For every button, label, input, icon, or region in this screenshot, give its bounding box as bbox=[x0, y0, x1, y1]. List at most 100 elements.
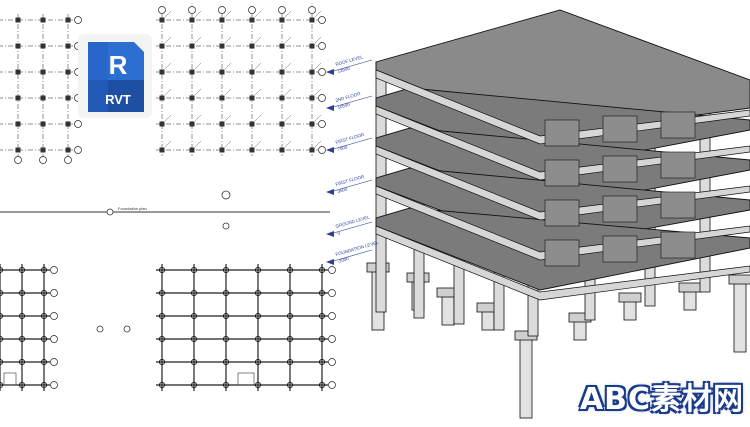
plan-top-middle bbox=[156, 6, 326, 156]
edge-beam bbox=[375, 145, 750, 221]
column-mark bbox=[159, 17, 165, 23]
column-mark bbox=[15, 17, 21, 23]
pile-mark bbox=[222, 266, 230, 274]
grid-bubble bbox=[50, 381, 58, 389]
plan-top-left bbox=[0, 14, 82, 164]
tag-leader bbox=[194, 62, 202, 70]
pile-mark bbox=[18, 358, 26, 366]
grid-bubble bbox=[218, 6, 226, 14]
column-mark bbox=[15, 147, 21, 153]
tag-leader bbox=[254, 10, 262, 18]
level-elevation: 3500 bbox=[337, 186, 348, 194]
column-mark bbox=[15, 43, 21, 49]
pile bbox=[683, 289, 697, 311]
pile-cap bbox=[618, 292, 642, 303]
grid-bubble bbox=[328, 358, 336, 366]
foundation-plan-label: Foundation plan bbox=[118, 206, 147, 211]
pile-mark bbox=[18, 266, 26, 274]
grid-bubble bbox=[318, 94, 326, 102]
grid-bubble bbox=[74, 120, 82, 128]
column-mark bbox=[309, 43, 315, 49]
pile bbox=[441, 294, 455, 326]
pile bbox=[623, 299, 637, 321]
grid-bubble bbox=[318, 68, 326, 76]
level-name: GROUND LEVEL bbox=[335, 214, 371, 229]
level-elevation: 10500 bbox=[337, 102, 351, 110]
column-mark bbox=[219, 147, 225, 153]
tag-leader bbox=[224, 114, 232, 122]
column-mark bbox=[65, 43, 71, 49]
level-line bbox=[329, 221, 373, 235]
grid-bubble bbox=[328, 289, 336, 297]
grid-bubble bbox=[64, 156, 72, 164]
pile-mark bbox=[190, 358, 198, 366]
level-elevation: -2000 bbox=[337, 256, 350, 264]
column-mark bbox=[189, 43, 195, 49]
grid-bubble bbox=[248, 6, 256, 14]
bay-opening bbox=[660, 151, 696, 179]
pile-mark bbox=[286, 312, 294, 320]
pile-mark bbox=[318, 289, 326, 297]
grid-bubble bbox=[328, 335, 336, 343]
grid-bubble bbox=[14, 156, 22, 164]
pile-mark bbox=[318, 358, 326, 366]
stair-mark bbox=[3, 372, 17, 386]
tag-leader bbox=[224, 88, 232, 96]
tag-leader bbox=[254, 88, 262, 96]
level-marker: FOUNDATION LEVEL-2000 bbox=[326, 240, 380, 265]
pile-mark bbox=[286, 289, 294, 297]
column-mark bbox=[40, 43, 46, 49]
tag-leader bbox=[194, 140, 202, 148]
column-mark bbox=[309, 17, 315, 23]
pile-mark bbox=[40, 335, 48, 343]
pile-mark bbox=[190, 381, 198, 389]
grid-bubble bbox=[74, 146, 82, 154]
grid-bubble bbox=[328, 312, 336, 320]
column-mark bbox=[159, 43, 165, 49]
level-line bbox=[329, 95, 373, 109]
pile-mark bbox=[0, 381, 4, 389]
edge-beam bbox=[375, 69, 750, 145]
column-mark bbox=[159, 95, 165, 101]
pile-mark bbox=[254, 266, 262, 274]
pile-mark bbox=[222, 312, 230, 320]
edge-beam bbox=[375, 105, 750, 181]
column-mark bbox=[219, 43, 225, 49]
pile-mark bbox=[222, 289, 230, 297]
pile-mark bbox=[286, 266, 294, 274]
pile-mark bbox=[318, 312, 326, 320]
column-mark bbox=[40, 95, 46, 101]
watermark-text: ABC素材网 bbox=[579, 382, 744, 417]
pile-mark bbox=[158, 358, 166, 366]
grid-bubble bbox=[328, 266, 336, 274]
tag-leader bbox=[284, 140, 292, 148]
pile-cap bbox=[678, 282, 702, 293]
pile-mark bbox=[190, 289, 198, 297]
pile-cap bbox=[728, 274, 750, 285]
column-mark bbox=[279, 95, 285, 101]
column-mark bbox=[219, 95, 225, 101]
bay-opening bbox=[602, 155, 638, 183]
tag-leader bbox=[164, 10, 172, 18]
column-mark bbox=[309, 147, 315, 153]
column-mark bbox=[309, 69, 315, 75]
pile bbox=[733, 281, 747, 353]
tag-leader bbox=[164, 88, 172, 96]
bay-opening bbox=[602, 195, 638, 223]
tag-leader bbox=[224, 140, 232, 148]
column-mark bbox=[15, 69, 21, 75]
pile-mark bbox=[254, 335, 262, 343]
column-mark bbox=[309, 121, 315, 127]
column-mark bbox=[219, 121, 225, 127]
column-mark bbox=[189, 69, 195, 75]
floor-plans bbox=[0, 6, 336, 391]
level-line bbox=[329, 59, 373, 73]
tag-leader bbox=[314, 114, 322, 122]
pile-mark bbox=[254, 358, 262, 366]
column-mark bbox=[249, 69, 255, 75]
tag-leader bbox=[164, 36, 172, 44]
pile-mark bbox=[158, 312, 166, 320]
